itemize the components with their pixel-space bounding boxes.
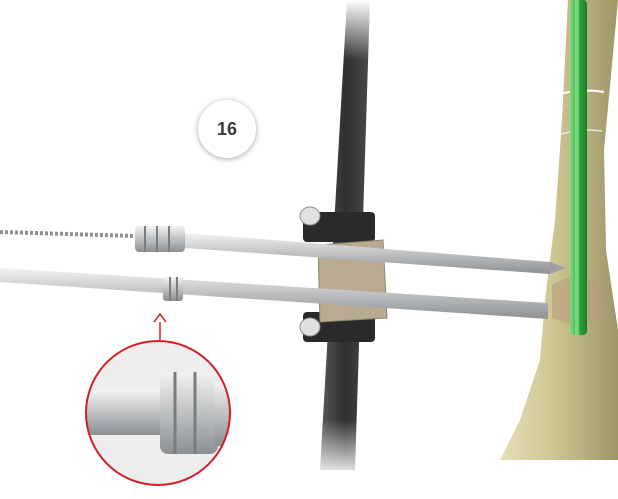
callout-pointer (153, 312, 167, 342)
half-pin-lower (0, 268, 548, 319)
half-pin-upper (0, 226, 566, 274)
guide-wire (570, 0, 587, 335)
step-number-badge: 16 (198, 100, 256, 158)
step-number: 16 (216, 118, 238, 139)
bone (500, 0, 618, 460)
pin-clamp (299, 206, 388, 342)
detail-magnifier (85, 340, 231, 486)
